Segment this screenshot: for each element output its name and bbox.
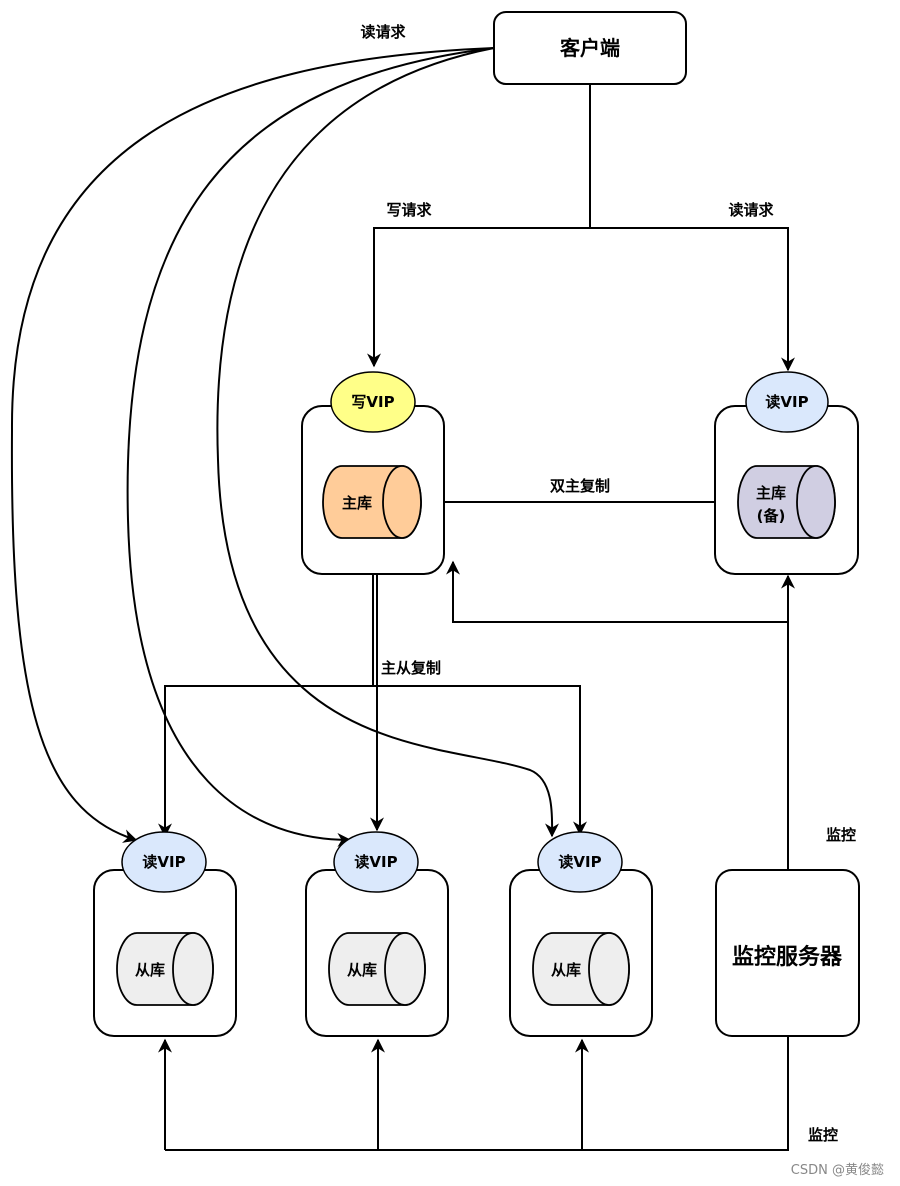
read-vip-label-3: 读VIP [558,853,601,871]
slave-db-icon-3 [532,932,630,1006]
replication-to-slave-1 [158,685,377,838]
top-read-request-label: 读请求 [360,23,406,41]
write-request-label: 写请求 [386,201,432,219]
slave-db-label-3: 从库 [551,961,581,979]
read-request-curve-2 [126,47,495,847]
slave-db-label-1: 从库 [135,961,165,979]
read-vip-label-1: 读VIP [142,853,185,871]
read-vip-label-standby: 读VIP [765,393,808,411]
client-node: 客户端 [493,11,687,85]
monitor-label-top: 监控 [826,826,856,844]
slave-group-3: 读VIP 从库 [509,831,653,1037]
write-request-edge [367,227,590,368]
write-vip-group: 写VIP 主库 [301,371,445,575]
write-vip-label: 写VIP [351,393,394,411]
monitor-to-master-edge [446,560,788,623]
replication-to-slave-3 [377,685,587,836]
read-request-curve-3 [216,47,560,838]
standby-master-label-line1: 主库 [756,484,786,502]
monitor-server-node: 监控服务器 [715,869,860,1037]
master-slave-replication-label: 主从复制 [381,659,441,677]
write-vip-badge [330,371,416,433]
standby-master-label-line2: (备) [757,507,786,525]
master-db-icon [322,465,422,539]
monitor-down-edge [165,1036,789,1151]
read-vip-badge-standby [745,371,829,433]
read-vip-badge-3 [537,831,623,893]
read-request-curve-1 [10,47,495,843]
monitor-server-label: 监控服务器 [732,944,843,970]
standby-master-db-icon [737,465,836,539]
read-vip-badge-2 [333,831,419,893]
client-label: 客户端 [559,36,620,60]
read-vip-label-2: 读VIP [354,853,397,871]
right-read-request-label: 读请求 [728,201,774,219]
dual-master-replication-label: 双主复制 [550,477,610,495]
master-db-label: 主库 [342,494,372,512]
slave-db-label-2: 从库 [347,961,377,979]
watermark: CSDN @黄俊懿 [791,1163,884,1178]
read-vip-badge-1 [121,831,207,893]
slave-group-2: 读VIP 从库 [305,831,449,1037]
monitor-label-bottom: 监控 [808,1126,838,1144]
slave-db-icon-1 [116,932,214,1006]
read-request-right-edge [590,227,795,372]
slave-group-1: 读VIP 从库 [93,831,237,1037]
read-vip-standby-group: 读VIP 主库 (备) [714,371,859,575]
slave-db-icon-2 [328,932,426,1006]
